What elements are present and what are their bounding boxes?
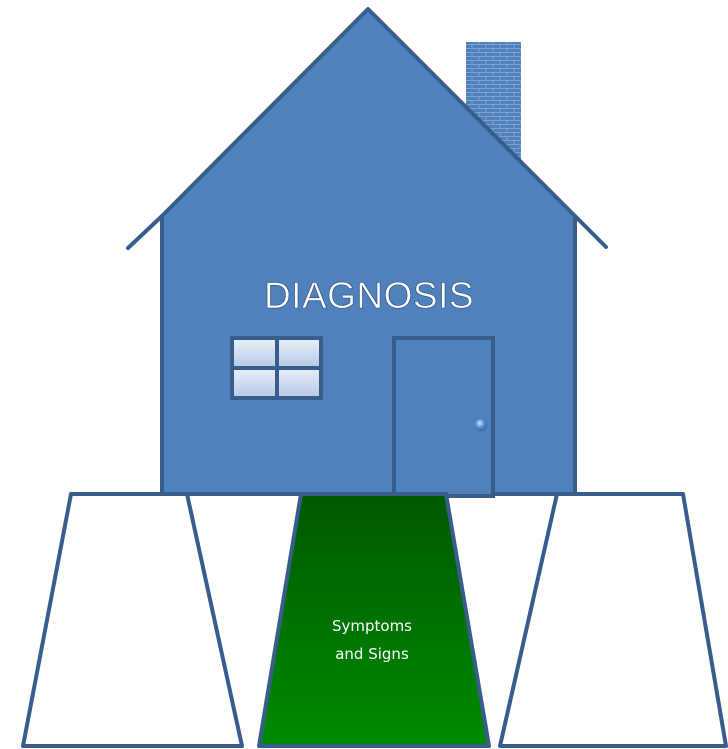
center-path-label-line1: Symptoms — [332, 617, 412, 635]
roof-eave-left — [128, 216, 162, 248]
door — [394, 338, 493, 496]
house-title: DIAGNOSIS — [264, 275, 474, 316]
left-pillar — [23, 494, 242, 746]
window — [230, 336, 323, 400]
center-path-label-line2: and Signs — [335, 645, 409, 663]
door-knob — [475, 419, 487, 431]
roof-eave-right — [575, 216, 606, 247]
right-pillar — [500, 494, 726, 746]
